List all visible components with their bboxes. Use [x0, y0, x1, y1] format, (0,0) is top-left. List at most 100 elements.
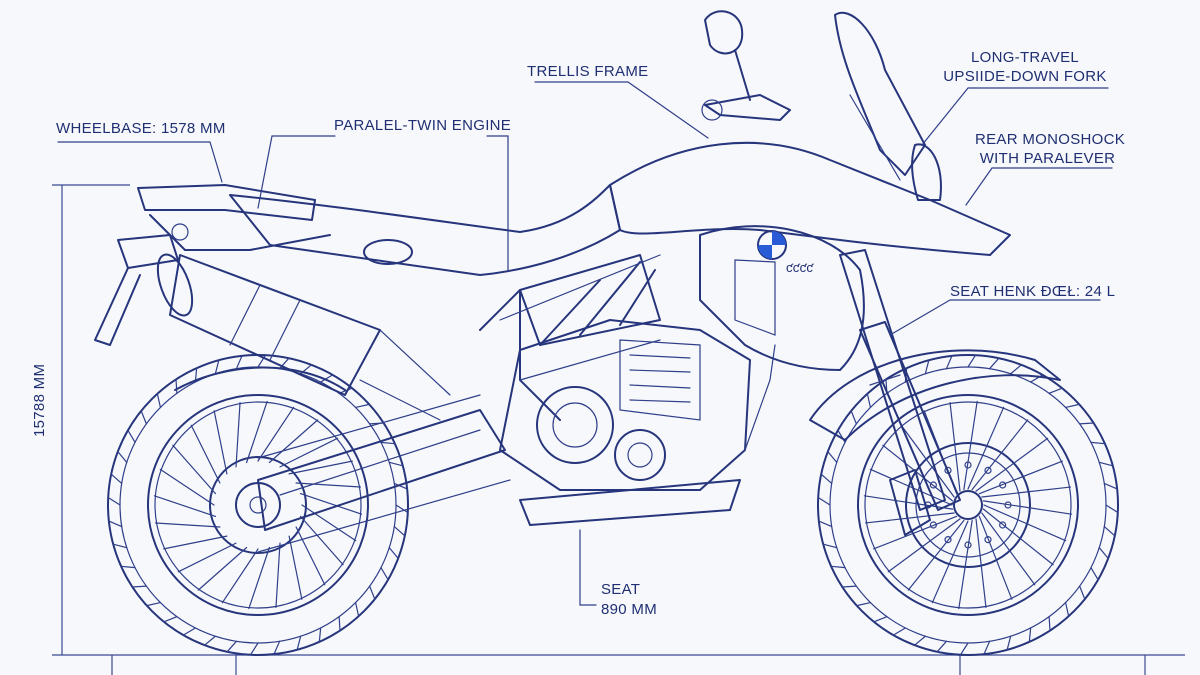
- rear-spoke: [279, 437, 339, 468]
- front-tread-mark: [866, 393, 872, 409]
- front-tread-mark: [1090, 567, 1099, 581]
- front-spoke: [907, 519, 965, 591]
- leader-lines: [57, 81, 1113, 606]
- rear-spoke: [221, 548, 259, 604]
- rear-tread-mark: [393, 525, 406, 537]
- rear-tread-mark: [226, 640, 238, 653]
- handlebar: [704, 94, 791, 121]
- rear-spoke: [190, 424, 221, 484]
- front-tread-mark: [817, 496, 831, 506]
- rear-tread-mark: [120, 565, 136, 569]
- brake-disc-hole: [944, 536, 952, 544]
- rear-tread-mark: [214, 359, 220, 375]
- front-tread-mark: [841, 585, 857, 588]
- rear-tread-mark: [354, 601, 360, 617]
- rear-spoke: [301, 504, 357, 542]
- rear-wheel: [107, 354, 409, 656]
- rear-tread-mark: [163, 616, 178, 623]
- seat: [229, 184, 621, 276]
- front-tread-mark: [850, 410, 857, 425]
- rear-spoke: [275, 542, 281, 609]
- rear-tread-mark: [156, 393, 162, 409]
- front-tread-mark: [1105, 504, 1119, 514]
- shock-label-line1: REAR MONOSHOCK: [975, 131, 1126, 148]
- front-spoke: [975, 518, 987, 609]
- front-tread-mark: [1098, 461, 1114, 467]
- brake-disc-hole: [999, 521, 1007, 529]
- fuel-cap: [363, 239, 413, 265]
- rear-spoke: [288, 460, 353, 475]
- front-tread-mark: [856, 601, 872, 607]
- brake-disc-hole: [929, 481, 937, 489]
- rear-tread-mark: [273, 640, 281, 655]
- tank-capacity-label: SEAT HENK ĐŒŁ: 24 L: [950, 283, 1116, 300]
- upside-down-fork: [839, 249, 961, 511]
- drive-chain: [257, 394, 511, 553]
- front-tread-mark: [1064, 601, 1070, 617]
- rear-spoke: [159, 468, 215, 506]
- rear-spoke: [172, 444, 217, 495]
- rear-spoke: [288, 535, 303, 600]
- rear-tread-mark: [175, 378, 178, 394]
- front-spoke: [931, 520, 969, 604]
- parallel-twin-engine: [499, 319, 776, 526]
- front-wheel: [817, 354, 1119, 656]
- seat-height-label-line2: 890 MM: [601, 601, 657, 618]
- overall-height-label: 15788 MM: [31, 363, 48, 437]
- swingarm: [257, 409, 506, 531]
- headlight: [911, 143, 942, 201]
- rear-hugger: [174, 366, 346, 391]
- front-spoke: [967, 406, 1005, 490]
- front-tread-mark: [1010, 364, 1023, 375]
- frame-label: TRELLIS FRAME: [527, 63, 649, 80]
- front-spoke: [869, 468, 953, 506]
- front-spoke: [981, 486, 1072, 498]
- front-spoke: [982, 508, 1054, 566]
- rear-spoke: [163, 535, 228, 550]
- front-tread-mark: [983, 640, 991, 655]
- rear-tread-mark: [110, 473, 123, 485]
- rear-tread-mark: [131, 585, 147, 588]
- rear-spoke: [299, 515, 344, 566]
- front-tread-mark: [1079, 422, 1095, 425]
- brake-disc-hole: [1004, 501, 1012, 509]
- front-spoke: [978, 515, 1013, 600]
- rear-tread-mark: [278, 357, 290, 370]
- front-spoke: [983, 504, 1067, 542]
- brake-disc-hole: [929, 521, 937, 529]
- seat-height-label-line1: SEAT: [601, 581, 641, 598]
- rear-tread-mark: [388, 461, 404, 467]
- shock-label-line2: WITH PARALEVER: [979, 150, 1116, 167]
- rear-spoke: [213, 410, 228, 475]
- front-spoke: [963, 400, 978, 491]
- engine-label: PARALEL-TWIN ENGINE: [334, 117, 512, 134]
- front-tread-mark: [1006, 635, 1012, 651]
- rear-tread-mark: [369, 585, 376, 600]
- rear-tread-mark: [388, 547, 399, 560]
- front-tread-mark: [892, 627, 906, 636]
- fairing-badge-text: ƈƈƈƈ: [786, 260, 814, 275]
- front-spoke: [971, 419, 1029, 491]
- rear-tread-mark: [393, 482, 408, 490]
- rear-spoke: [248, 546, 270, 610]
- front-tread-mark: [1090, 441, 1106, 445]
- rear-tread-mark: [380, 441, 396, 445]
- front-spoke: [864, 512, 955, 524]
- rear-tread-mark: [354, 403, 370, 409]
- rear-tread-mark: [338, 616, 341, 632]
- front-fender: [809, 349, 1061, 441]
- rear-spoke: [177, 542, 237, 573]
- front-spoke: [958, 519, 973, 610]
- front-tread-mark: [818, 520, 833, 528]
- front-tread-mark: [945, 355, 953, 370]
- front-spoke: [887, 518, 961, 573]
- brake-disc-hole: [964, 461, 972, 469]
- front-tread-mark: [830, 565, 846, 569]
- front-tread-mark: [967, 354, 977, 368]
- fuel-tank: [609, 141, 1011, 256]
- windscreen: [834, 12, 926, 181]
- side-fairing: [699, 225, 865, 371]
- trellis-frame: [479, 254, 661, 421]
